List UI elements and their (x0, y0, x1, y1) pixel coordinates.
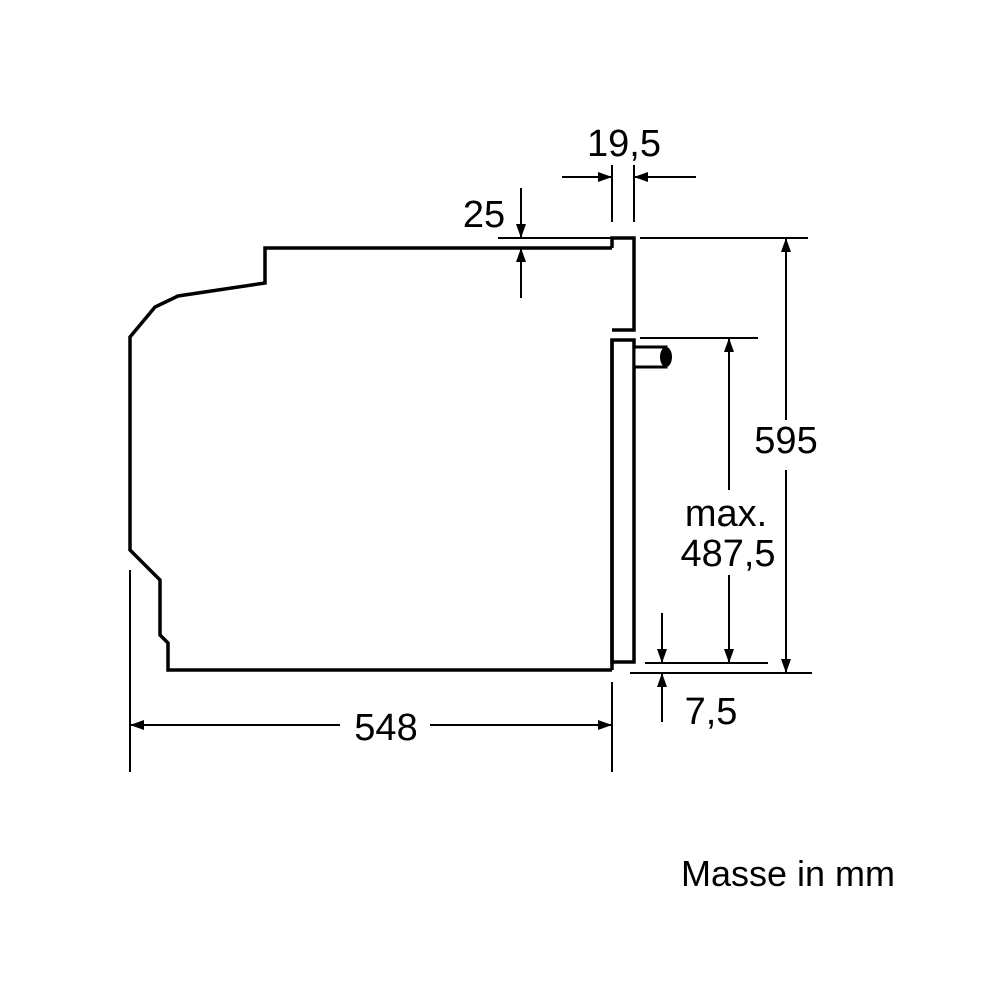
dim-max-door-height (640, 337, 768, 664)
dim-max-prefix-label: max. (685, 493, 767, 535)
front-panel (610, 236, 636, 670)
door-outline (610, 338, 636, 664)
dim-depth (129, 570, 613, 772)
dim-top-offset-label: 25 (463, 194, 505, 236)
dim-max-door-height-label: 487,5 (680, 533, 775, 575)
oven-body-outline (128, 246, 612, 672)
dim-trim-thickness (562, 165, 696, 222)
dim-trim-thickness-label: 19,5 (587, 123, 661, 165)
units-note: Masse in mm (681, 853, 895, 894)
dim-bottom-offset-label: 7,5 (685, 691, 738, 733)
control-panel-outline (610, 236, 636, 332)
dim-total-height-label: 595 (754, 420, 817, 462)
dim-depth-label: 548 (354, 707, 417, 749)
door-handle (632, 345, 672, 369)
dim-top-offset (498, 188, 612, 298)
